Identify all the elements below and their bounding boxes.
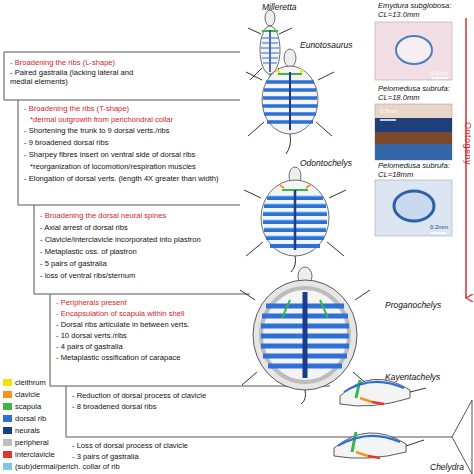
- taxon-name: Eunotosaurus: [300, 40, 352, 50]
- scale-bar-label: 0.5mm: [380, 108, 398, 116]
- character-note: *reorganization of locomotion/respiratio…: [30, 162, 196, 171]
- chelydra-drawing: [334, 432, 424, 458]
- legend-text: interclavicle: [15, 450, 55, 459]
- legend-text: clavicle: [15, 390, 40, 399]
- scale-bar-label: 0.2mm: [430, 70, 448, 78]
- character-state: - Peripherals present: [56, 298, 127, 307]
- character-state: - Broadening the ribs (L-shape): [10, 58, 115, 67]
- character-state: - loss of ventral ribs/sternum: [40, 271, 135, 280]
- scale-bar-label: 0.2mm: [430, 224, 448, 232]
- character-state: - 10 dorsal verts./ribs: [56, 331, 127, 340]
- eunotosaurus-drawing: [246, 49, 334, 154]
- legend-swatch: [3, 391, 12, 398]
- taxon-name: Odontochelys: [300, 158, 352, 168]
- kayentachelys-drawing: [340, 379, 426, 406]
- legend-text: scapula: [15, 402, 41, 411]
- taxon-name: Kayentachelys: [385, 372, 440, 382]
- legend-swatch: [3, 403, 12, 410]
- character-state: - 8 broadened dorsal ribs: [72, 402, 156, 411]
- legend-swatch: [3, 379, 12, 386]
- specimen-label: Pelomedusa subrufa: CL=18.0mm: [378, 84, 460, 102]
- legend-swatch: [3, 463, 12, 470]
- character-state: - Broadening the ribs (T-shape): [24, 104, 129, 113]
- character-note: *dermal outgrowth from perichondral coll…: [30, 115, 173, 124]
- legend-swatch: [3, 451, 12, 458]
- character-state: - 5 pairs of gastralia: [40, 259, 107, 268]
- legend-swatch: [3, 427, 12, 434]
- character-state: - Reduction of dorsal process of clavicl…: [72, 391, 206, 400]
- tree-branches: [4, 52, 472, 474]
- taxon-name: Proganochelys: [385, 300, 441, 310]
- legend-text: neurals: [15, 426, 40, 435]
- character-state: - Metaplastic oss. of plastron: [40, 247, 137, 256]
- specimen-label: Emydura subglobosa: CL=13.0mm: [378, 1, 460, 19]
- character-state: - 3 pairs of gastralia: [72, 452, 139, 461]
- taxon-name: Milleretta: [262, 2, 296, 12]
- legend-swatch: [3, 415, 12, 422]
- specimen-label: Pelomedusa subrufa: CL=18mm: [378, 161, 460, 179]
- character-state: - Sharpey fibres insert on ventral side …: [24, 150, 195, 159]
- legend-text: (sub)dermal/perich. collar of rib: [15, 462, 120, 471]
- character-state: - Shortening the trunk to 9 dorsal verts…: [24, 126, 170, 135]
- character-state: - Encapsulation of scapula within shell: [56, 309, 184, 318]
- legend-text: dorsal rib: [15, 414, 46, 423]
- character-state: - Axial arrest of dorsal ribs: [40, 223, 128, 232]
- character-state: - Elongation of dorsal verts. (length 4X…: [24, 174, 219, 183]
- odontochelys-drawing: [244, 167, 346, 272]
- character-state: - Broadening the dorsal neural spines: [40, 211, 166, 220]
- histology-panels: [375, 22, 452, 236]
- character-state: - Clavicle/interclavicle incorporated in…: [40, 235, 201, 244]
- axis-label: Ontogeny: [463, 122, 474, 165]
- proganochelys-drawing: [240, 267, 370, 404]
- character-state: - Metaplastic ossification of carapace: [56, 353, 181, 362]
- character-state: - 9 broadened dorsal ribs: [24, 138, 108, 147]
- legend-swatch: [3, 439, 12, 446]
- character-state: - Loss of dorsal process of clavicle: [72, 441, 188, 450]
- taxon-name: Chelydra: [430, 462, 464, 472]
- character-state: - Dorsal ribs articulate in between vert…: [56, 320, 189, 329]
- character-state: - 4 pairs of gastralia: [56, 342, 123, 351]
- character-state: - Paired gastralia (lacking lateral and …: [10, 68, 150, 86]
- legend-text: peripheral: [15, 438, 49, 447]
- legend-text: cleithrum: [15, 378, 46, 387]
